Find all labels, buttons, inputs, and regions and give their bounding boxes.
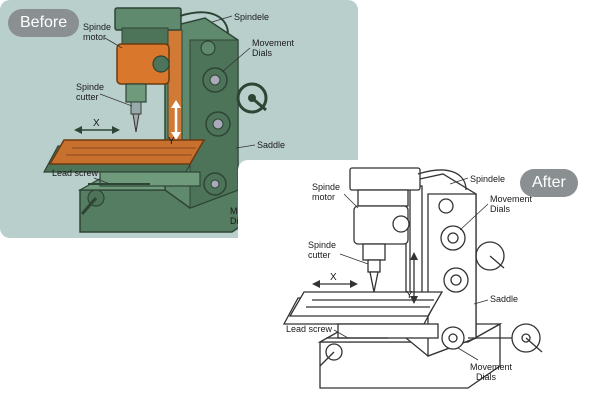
after-leader-leadscrew [333,329,349,339]
after-label-spindle-motor-2: motor [312,192,335,202]
after-leader-dials [459,203,489,231]
after-leader-dials-bottom [457,347,479,361]
before-leader-motor [104,37,123,49]
before-label-lead-screw: Lead screw [52,168,99,178]
before-cutter [132,113,140,133]
before-leader-dials [221,47,251,73]
before-label-cutter-2: cutter [76,92,99,102]
before-label-dials-2: Dials [252,48,273,58]
before-label-saddle: Saddle [257,140,285,150]
after-label-x: X [330,272,337,283]
before-label-cutter-1: Spinde [76,82,104,92]
after-label-y: Y [406,290,413,301]
after-leader-motor [343,193,359,209]
after-label-lead-screw: Lead screw [286,324,333,334]
after-label-dials-bottom-1: Movement [470,362,513,372]
after-cutter [369,271,379,293]
before-table [48,139,206,165]
before-x-arrow-left [74,126,82,134]
before-head-neck [121,27,169,45]
after-badge: After [520,169,578,197]
before-dial-2-center [212,118,224,130]
before-label-spindle-motor-1: Spinde [83,22,111,32]
after-dial-1-center [447,232,459,244]
after-lead-screw-handle [319,351,335,367]
after-label-cutter-2: cutter [308,250,331,260]
before-motor-knob [152,55,170,73]
after-x-arrow-left [312,280,320,288]
before-chuck [130,101,142,115]
after-spindle-housing [362,243,386,261]
after-leader-spindle [449,177,469,185]
after-chuck [367,259,381,273]
before-label-y: Y [168,136,175,147]
after-label-dials-2: Dials [490,204,511,214]
after-label-cutter-1: Spinde [308,240,336,250]
after-panel: Spinde motor Spindele Movement Dials Spi… [238,160,600,400]
before-handwheel [236,82,268,114]
before-leader-spindle [211,15,233,23]
before-lead-screw-handle [80,197,98,215]
after-head-neck [357,189,409,207]
after-saddle [337,323,439,339]
before-x-arrow-right [112,126,120,134]
before-label-spindle-motor-2: motor [83,32,106,42]
after-head-top [349,167,421,191]
after-label-spindle: Spindele [470,174,505,184]
before-label-x: X [93,118,100,129]
before-leader-cutter [99,93,133,107]
after-handwheel-handle [489,255,505,269]
before-y-arrow-head-top [171,100,181,108]
before-dial-1-center [209,74,221,86]
before-badge: Before [8,9,80,37]
before-dial-3-center [210,179,220,189]
after-leader-cutter [339,253,369,265]
before-dial-small [200,40,216,56]
before-saddle [99,171,201,187]
after-dial-small [438,198,454,214]
after-table [288,291,444,317]
after-motor-knob [392,215,410,233]
before-label-dials-1: Movement [252,38,295,48]
before-spindle-housing [125,83,147,103]
before-spindle-cable [179,11,229,35]
before-handwheel-handle [251,96,267,112]
after-illustration: Spinde motor Spindele Movement Dials Spi… [282,167,543,389]
after-label-spindle-motor-1: Spinde [312,182,340,192]
before-leader-leadscrew [93,177,111,185]
before-leader-saddle [235,144,256,149]
after-label-dials-bottom-2: Dials [476,372,497,382]
before-label-spindle: Spindele [234,12,269,22]
after-leader-saddle [473,299,489,305]
after-label-saddle: Saddle [490,294,518,304]
after-dial-2-center [450,274,462,286]
after-handwheel [475,241,505,271]
after-label-dials-1: Movement [490,194,533,204]
after-spindle-cable [417,169,467,191]
before-label-dials-bottom-2: Dial [230,216,246,226]
after-dial-3-center [448,333,458,343]
after-y-arrow-top [410,252,418,260]
after-y-arrow-bottom [410,296,418,304]
before-head-top [114,7,182,31]
after-handwheel-bottom-handle [525,337,543,353]
before-y-arrow-head-bottom [171,132,181,140]
after-x-arrow-right [350,280,358,288]
